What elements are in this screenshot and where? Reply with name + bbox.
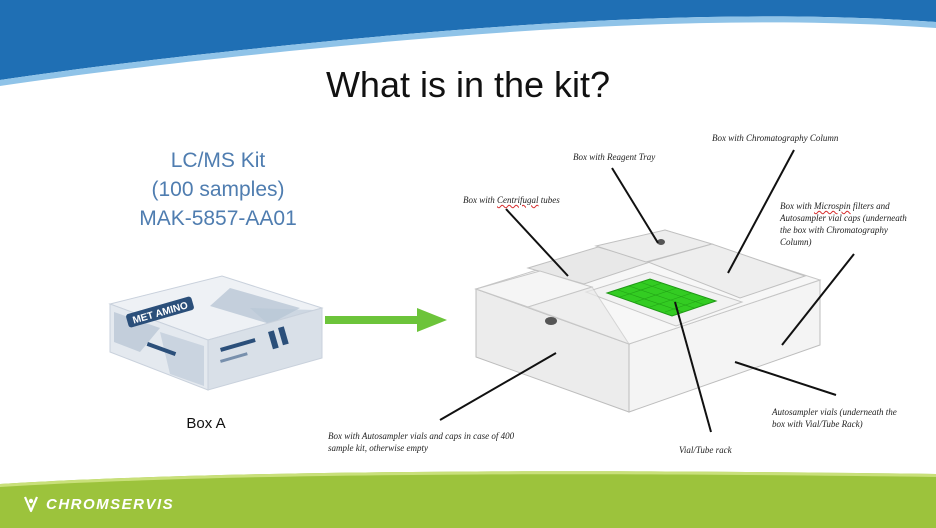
header-wave-dark	[0, 0, 936, 80]
kit-description: LC/MS Kit (100 samples) MAK-5857-AA01	[118, 146, 318, 233]
chromservis-icon	[23, 496, 39, 513]
label-reagent-tray: Box with Reagent Tray	[573, 152, 656, 162]
kit-name: LC/MS Kit	[170, 149, 266, 172]
label-vial-tube-rack: Vial/Tube rack	[679, 445, 732, 455]
arrow-icon	[325, 308, 447, 332]
chromservis-logo: CHROMSERVIS	[22, 495, 174, 513]
header-wave	[0, 0, 936, 86]
box-a-label: Box A	[186, 415, 226, 432]
slide-title: What is in the kit?	[325, 64, 611, 105]
brand-name: CHROMSERVIS	[46, 495, 175, 513]
label-autosampler-vials-caps: Box with Autosampler vials and caps in c…	[328, 431, 515, 453]
header-wave-light	[0, 16, 936, 86]
vial-rack-green	[605, 278, 718, 317]
kit-code: MAK-5857-AA01	[139, 207, 297, 230]
label-chromatography-column: Box with Chromatography Column	[712, 133, 839, 143]
label-autosampler-vials: Autosampler vials (underneath the box wi…	[772, 407, 897, 429]
box-a-image: MET AMINO	[108, 275, 324, 391]
label-microspin-filters: Box with Microspin filters and Autosampl…	[780, 201, 907, 247]
label-centrifugal-tubes: Box with Centrifugal tubes	[463, 195, 560, 205]
kit-samples: (100 samples)	[151, 178, 285, 201]
footer-band	[0, 471, 936, 528]
